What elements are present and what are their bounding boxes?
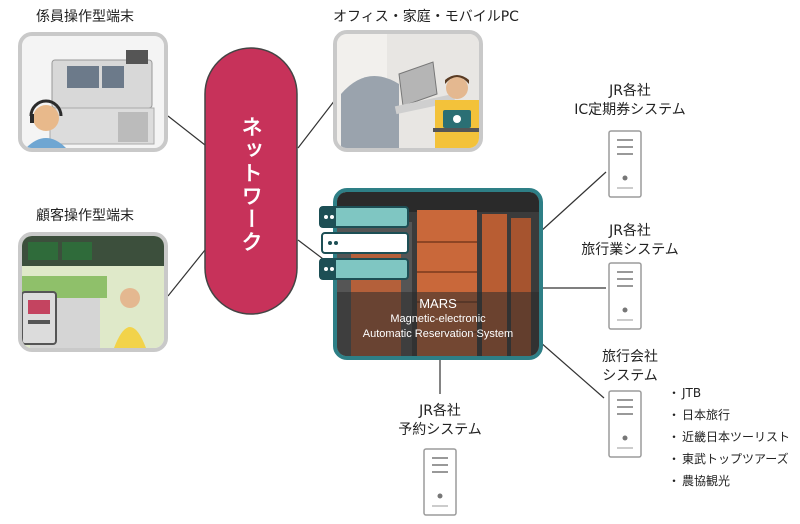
staff-terminal-label: 係員操作型端末: [36, 9, 134, 25]
ic-pass-line1: JR各社: [609, 83, 651, 99]
mars-subtitle-1: Magnetic-electronic: [390, 313, 486, 325]
bullet: ・: [668, 386, 681, 400]
reservation-line2: 予約システム: [398, 422, 482, 438]
bullet: ・: [668, 408, 681, 422]
mars-title: MARS: [419, 296, 457, 311]
agency-name: 日本旅行: [682, 408, 731, 422]
ic-pass-line2: IC定期券システム: [574, 102, 686, 118]
reservation-server-icon: [423, 448, 457, 516]
bullet: ・: [668, 452, 681, 466]
agency-system-label: 旅行会社 システム: [565, 348, 695, 386]
agency-server-icon: [608, 390, 642, 458]
ic-pass-server-icon: [608, 130, 642, 198]
agency-list-item: ・農協観光: [668, 470, 790, 492]
network-pill: [204, 47, 298, 315]
agency-name: JTB: [682, 386, 702, 400]
agency-line2: システム: [602, 368, 658, 384]
bullet: ・: [668, 474, 681, 488]
reservation-line1: JR各社: [419, 403, 461, 419]
staff-terminal-photo: [18, 32, 168, 152]
customer-terminal-photo: [18, 232, 168, 352]
travel-system-label: JR各社 旅行業システム: [565, 222, 695, 260]
server-stack-icon: [319, 206, 409, 280]
reservation-system-label: JR各社 予約システム: [375, 402, 505, 440]
agency-name: 農協観光: [682, 474, 731, 488]
agency-list-item: ・東武トップツアーズ: [668, 448, 790, 470]
bullet: ・: [668, 430, 681, 444]
office-pc-photo: [333, 30, 483, 152]
agency-list-item: ・近畿日本ツーリスト: [668, 426, 790, 448]
travel-line1: JR各社: [609, 223, 651, 239]
travel-server-icon: [608, 262, 642, 330]
agency-list-item: ・JTB: [668, 382, 790, 404]
mars-subtitle-2: Automatic Reservation System: [362, 328, 514, 340]
ic-pass-system-label: JR各社 IC定期券システム: [565, 82, 695, 120]
travel-line2: 旅行業システム: [581, 242, 679, 258]
customer-terminal-label: 顧客操作型端末: [36, 208, 134, 224]
office-pc-label: オフィス・家庭・モバイルPC: [333, 9, 519, 25]
agency-line1: 旅行会社: [602, 349, 658, 365]
agency-name: 近畿日本ツーリスト: [682, 430, 791, 444]
agency-list: ・JTB ・日本旅行 ・近畿日本ツーリスト ・東武トップツアーズ ・農協観光: [668, 382, 790, 492]
agency-list-item: ・日本旅行: [668, 404, 790, 426]
agency-name: 東武トップツアーズ: [682, 452, 789, 466]
network-label: ネットワーク: [239, 116, 263, 254]
